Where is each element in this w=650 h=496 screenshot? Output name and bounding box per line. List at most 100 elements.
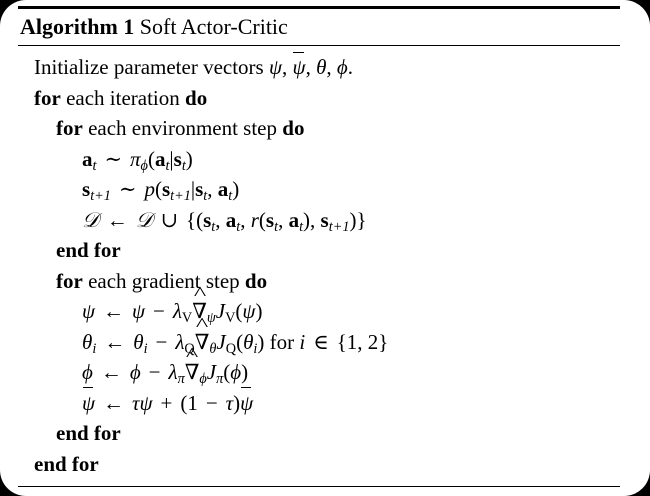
paren-close-8: ) [233, 390, 241, 415]
subscript-psi-1: ψ [206, 310, 216, 327]
text-each-environment-step: each environment step [88, 116, 278, 141]
paren-close-6: ) [257, 329, 265, 354]
subscript-t-1: t [92, 157, 97, 174]
subscript-t-4: t [203, 188, 208, 205]
symbol-D-2: 𝒟 [135, 207, 153, 232]
text-for-i: for [269, 329, 295, 354]
symbol-psi-4: ψ [242, 299, 256, 324]
symbol-psi-bar: ψ [293, 51, 306, 83]
operator-minus-4: − [205, 390, 218, 415]
subscript-t-2: t [165, 157, 170, 174]
operator-sim-2: ∼ [118, 177, 137, 202]
symbol-tau-1: τ [131, 390, 140, 415]
symbol-lambda-3: λ [168, 360, 178, 385]
symbol-psi-bar-2: ψ [82, 387, 95, 419]
paren-open-7: ( [223, 360, 231, 385]
symbol-mid-2: | [190, 177, 196, 202]
brace-open-2: { [336, 329, 347, 354]
algorithm-caption-title: Soft Actor-Critic [139, 14, 288, 39]
subscript-i-1: i [92, 340, 97, 357]
algorithm-line-update-phi: ϕ ← ϕ − λπ∇ϕJπ(ϕ) [18, 357, 620, 388]
comma-2: , [305, 55, 311, 80]
subscript-pi-2: π [216, 371, 224, 388]
period-1: . [347, 55, 354, 80]
subscript-V-1: V [181, 310, 193, 327]
symbol-nabla-hat-2: ∇ [195, 327, 210, 358]
number-one: 1 [346, 329, 358, 354]
operator-leftarrow-5: ← [103, 390, 125, 415]
algorithm-caption-label: Algorithm 1 [20, 14, 135, 39]
algorithm-line-for-iteration: for each iteration do [18, 83, 620, 114]
symbol-i-4: i [299, 329, 306, 354]
symbol-s-5: s [203, 207, 212, 232]
keyword-end-for-2: end for [56, 421, 121, 446]
symbol-a: a [82, 146, 93, 171]
number-one-2: 1 [187, 390, 198, 415]
symbol-s-4: s [195, 177, 204, 202]
subscript-t-8: t [274, 218, 279, 235]
symbol-a-5: a [288, 207, 300, 232]
operator-in: ∈ [313, 329, 329, 354]
symbol-psi-3: ψ [131, 299, 146, 324]
comma-3: , [326, 55, 332, 80]
paren-close-4: ) [349, 207, 357, 232]
symbol-lambda-1: λ [172, 299, 182, 324]
paren-open-3: ( [196, 207, 204, 232]
paren-close-3: ) [303, 207, 311, 232]
subscript-t-plus-1-a: t+1 [90, 188, 111, 205]
algorithm-line-end-for-grad: end for [18, 418, 620, 449]
keyword-end-for-3: end for [34, 451, 99, 476]
symbol-J-3: J [206, 360, 217, 385]
paren-close-7: ) [241, 360, 249, 385]
algorithm-line-update-psi: ψ ← ψ − λV∇ψJV(ψ) [18, 296, 620, 327]
brace-close-1: } [356, 207, 367, 232]
brace-close-2: } [378, 329, 389, 354]
initialize-text: Initialize parameter vectors [34, 55, 264, 80]
algorithm-line-init: Initialize parameter vectors ψ, ψ, θ, ϕ. [18, 51, 620, 83]
comma-8: , [310, 207, 316, 232]
subscript-phi-1: ϕ [140, 157, 148, 174]
keyword-for-2: for [56, 116, 83, 141]
subscript-Q-2: Q [225, 340, 237, 357]
symbol-J-1: J [215, 299, 226, 324]
paren-open-5: ( [235, 299, 243, 324]
symbol-mid-1: | [169, 146, 174, 171]
algorithm-body: Initialize parameter vectors ψ, ψ, θ, ϕ.… [18, 46, 620, 481]
subscript-i-2: i [143, 340, 148, 357]
symbol-theta-3: θ [133, 329, 144, 354]
symbol-pi: π [130, 146, 141, 171]
symbol-s-3: s [161, 177, 171, 202]
symbol-lambda-2: λ [175, 329, 185, 354]
symbol-psi-5: ψ [139, 390, 153, 415]
symbol-a-3: a [217, 177, 229, 202]
operator-minus-3: − [148, 360, 161, 385]
symbol-phi: ϕ [336, 55, 348, 80]
keyword-do-1: do [185, 85, 208, 110]
symbol-phi-2: ϕ [82, 360, 93, 385]
algorithm-line-end-for-env: end for [18, 235, 620, 266]
subscript-i-3: i [253, 340, 258, 357]
operator-leftarrow-2: ← [103, 299, 125, 324]
algorithm-line-for-grad-step: for each gradient step do [18, 266, 620, 297]
symbol-phi-4: ϕ [230, 360, 242, 385]
operator-leftarrow-1: ← [106, 207, 128, 232]
text-each-iteration: each iteration [66, 85, 180, 110]
symbol-s-7: s [320, 207, 329, 232]
symbol-a-2: a [154, 146, 166, 171]
subscript-t-5: t [228, 188, 233, 205]
operator-leftarrow-4: ← [100, 360, 122, 385]
subscript-t-plus-1-c: t+1 [328, 218, 350, 235]
paren-open-4: ( [258, 207, 266, 232]
symbol-psi-2: ψ [82, 299, 96, 324]
symbol-tau-2: τ [225, 390, 234, 415]
symbol-a-4: a [225, 207, 237, 232]
comma-1: , [282, 55, 288, 80]
algorithm-line-end-for-iteration: end for [18, 449, 620, 480]
symbol-theta-2: θ [82, 329, 93, 354]
keyword-do-3: do [244, 268, 268, 293]
symbol-psi-bar-3: ψ [240, 387, 253, 419]
symbol-D-1: 𝒟 [82, 207, 99, 232]
algorithm-caption-rule [18, 45, 620, 47]
paren-close-5: ) [255, 299, 263, 324]
